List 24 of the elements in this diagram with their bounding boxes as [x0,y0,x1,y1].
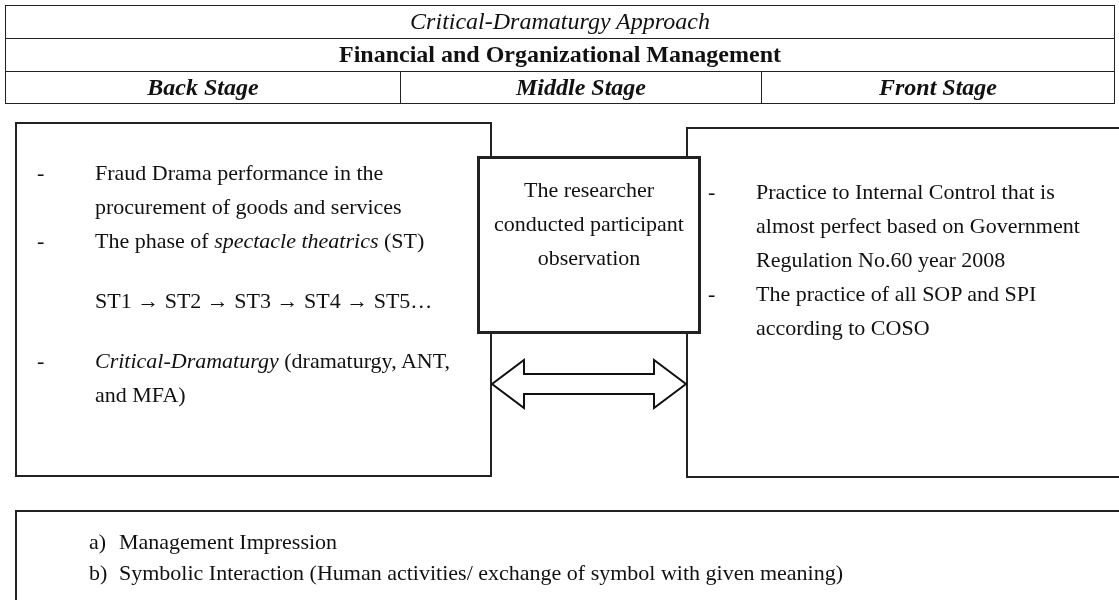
list-item-text: Critical-Dramaturgy (dramaturgy, ANT, and MFA) [95,347,451,409]
list-item-text: The practice of all SOP and SPI according to COSO [756,280,1038,342]
column-heading: Back Stage [5,71,401,104]
front-stage-box [686,127,1119,478]
list-marker: - [37,227,46,255]
list-marker: - [708,178,717,206]
list-item-text: Symbolic Interaction (Human activities/ exchange of symbol with given meaning) [119,559,844,587]
observation-box [477,156,701,334]
observation-text: The researcher conducted participant observation [493,176,685,272]
list-marker: - [37,159,46,187]
title-cell: Critical-Dramaturgy Approach [5,5,1115,39]
heading-cell: Financial and Organizational Management [5,38,1115,72]
list-marker: b) [89,559,109,587]
double-arrow [490,358,688,410]
sequence-text: ST1 → ST2 → ST3 → ST4 → ST5… [94,287,434,315]
back-stage-box [15,122,492,477]
list-item-text: Management Impression [119,528,339,556]
column-heading: Front Stage [761,71,1115,104]
list-item-text: Practice to Internal Control that is almost perfect based on Government Regulation No.60 year 2008 [756,178,1081,274]
list-marker: a) [89,528,108,556]
list-item-text: The phase of spectacle theatrics (ST) [95,227,426,255]
list-marker: - [708,280,717,308]
concept-box [15,510,1119,600]
list-marker: - [37,347,46,375]
